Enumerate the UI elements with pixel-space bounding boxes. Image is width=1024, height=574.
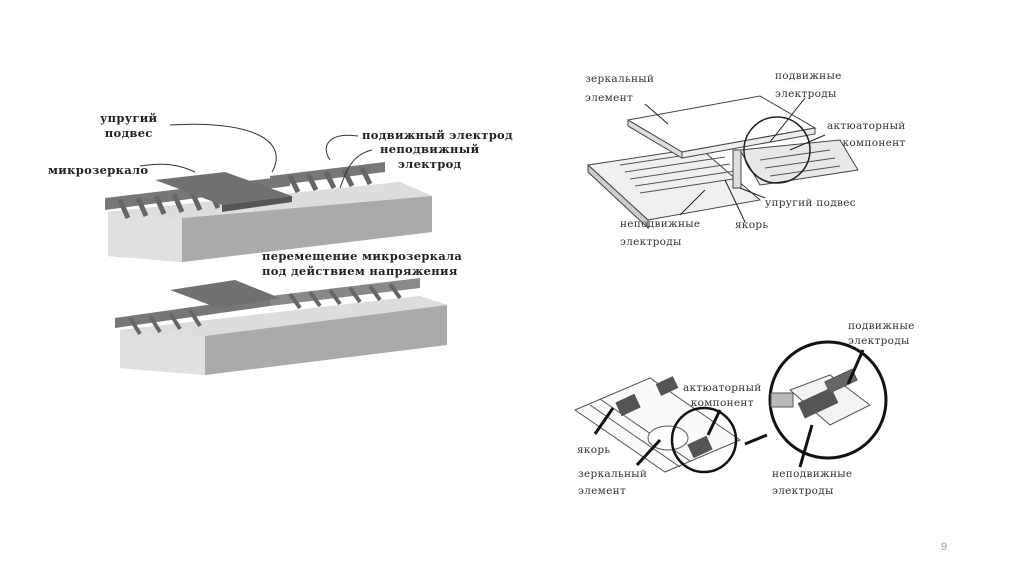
label-moving-electrodes: подвижные электроды [775, 67, 842, 103]
label-actuator-component: актюаторный компонент [827, 118, 906, 152]
label-line: электроды [620, 236, 682, 248]
leader-lines-left [139, 123, 373, 189]
caption-displacement: перемещение микрозеркала под действием н… [262, 249, 462, 279]
label-mirror-element: зеркальный элемент [585, 70, 654, 108]
label-line: электроды [772, 485, 834, 497]
label-line: неподвижные [772, 468, 853, 480]
page-number: 9 [941, 541, 948, 553]
caption-line: под действием напряжения [262, 264, 458, 278]
label-line: неподвижный [380, 142, 480, 156]
label-line: упругий [100, 111, 158, 125]
label-line: подвижные [775, 70, 842, 82]
label-line: зеркальный [585, 73, 655, 85]
label-line: электроды [848, 335, 910, 347]
label-spring-suspension-top: упругий подвес [765, 197, 856, 209]
label-fixed-electrode: неподвижный электрод [380, 142, 479, 172]
label-line: элемент [578, 485, 627, 497]
label-spring-suspension: упругий подвес [100, 111, 157, 141]
label-mirror-element-bottom: зеркальный элемент [578, 466, 647, 500]
label-line: подвижные [848, 320, 915, 332]
label-micromirror: микрозеркало [48, 163, 149, 177]
micromirror-tilted-state [115, 278, 447, 375]
label-line: компонент [842, 137, 906, 149]
label-actuator-component-bottom: актюаторный компонент [683, 381, 762, 411]
label-fixed-electrodes-bottom: неподвижные электроды [772, 466, 852, 500]
label-line: актюаторный [683, 382, 762, 394]
label-line: элемент [585, 92, 634, 104]
label-line: электроды [775, 88, 837, 100]
label-line: неподвижные [620, 218, 701, 230]
label-fixed-electrodes: неподвижные электроды [620, 215, 700, 251]
bottom-right-device-drawing [573, 340, 888, 474]
label-line: зеркальный [578, 468, 648, 480]
caption-line: перемещение микрозеркала [262, 249, 463, 263]
label-moving-electrodes-bottom: подвижные электроды [848, 319, 915, 349]
label-line: подвес [104, 126, 153, 140]
label-line: электрод [397, 157, 462, 171]
label-moving-electrode: подвижный электрод [362, 128, 513, 142]
label-line: компонент [690, 397, 754, 409]
label-anchor: якорь [735, 219, 769, 231]
top-right-device-drawing [586, 95, 859, 230]
label-line: актюаторный [827, 120, 906, 132]
micromirror-rest-state [105, 162, 432, 262]
label-anchor-bottom: якорь [577, 444, 611, 456]
